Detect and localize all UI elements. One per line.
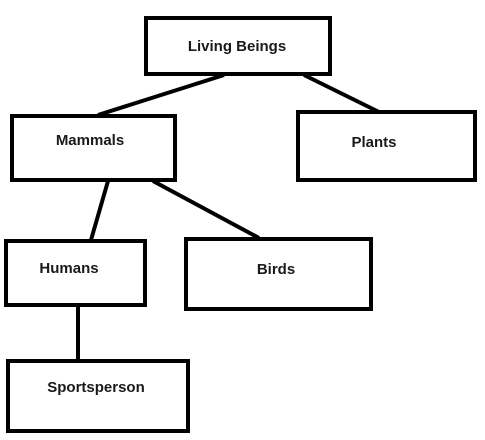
node-humans-label: Humans <box>39 260 98 277</box>
edge-mammals-to-humans <box>89 180 110 241</box>
node-mammals-label: Mammals <box>56 132 124 149</box>
node-birds: Birds <box>184 237 373 311</box>
node-birds-box <box>184 237 373 311</box>
node-sportsperson: Sportsperson <box>6 359 190 433</box>
node-plants-box <box>296 110 477 182</box>
node-mammals: Mammals <box>10 114 177 182</box>
node-humans-box <box>4 239 147 307</box>
node-living-beings-box <box>144 16 332 76</box>
edge-living-beings-to-mammals <box>97 73 225 117</box>
node-humans: Humans <box>4 239 147 307</box>
edge-living-beings-to-plants <box>303 73 380 114</box>
node-living-beings-label: Living Beings <box>188 38 286 55</box>
node-sportsperson-box <box>6 359 190 433</box>
node-mammals-box <box>10 114 177 182</box>
node-sportsperson-label: Sportsperson <box>47 379 145 396</box>
node-plants-label: Plants <box>351 134 396 151</box>
node-plants: Plants <box>296 110 477 182</box>
node-living-beings: Living Beings <box>144 16 332 76</box>
node-birds-label: Birds <box>257 261 295 278</box>
edge-mammals-to-birds <box>152 179 260 240</box>
